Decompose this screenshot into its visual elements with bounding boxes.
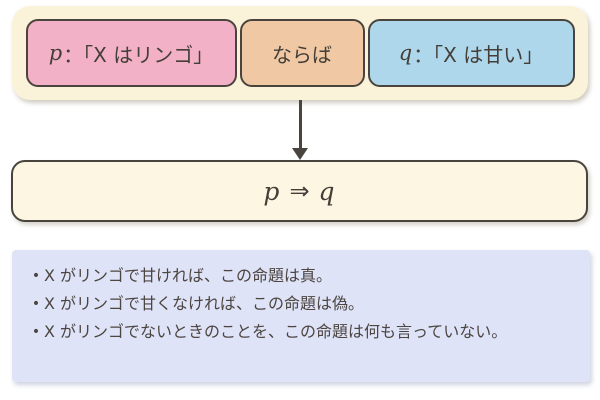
q-symbol: q: [398, 41, 413, 65]
naraba-connector-pill: ならば: [239, 19, 365, 87]
down-arrow-stem: [299, 100, 302, 152]
notes-panel: • X がリンゴで甘ければ、この命題は真。 • X がリンゴで甘くなければ、この…: [12, 250, 590, 382]
note-text: X がリンゴでないときのことを、この命題は何も言っていない。: [44, 322, 508, 341]
implication-box: p ⇒ q: [11, 160, 588, 222]
down-arrow-icon: [292, 148, 308, 160]
note-item: • X がリンゴで甘ければ、この命題は真。: [28, 262, 574, 290]
naraba-label: ならば: [272, 42, 332, 67]
implication-rhs: q: [318, 176, 335, 206]
premise-group: p ：「X はリンゴ」 ならば q ：「X は甘い」: [12, 6, 588, 100]
p-proposition-pill: p ：「X はリンゴ」: [25, 19, 237, 87]
p-proposition-text: ：「X はリンゴ」: [63, 42, 214, 67]
note-text: X がリンゴで甘ければ、この命題は真。: [44, 266, 333, 285]
note-item: • X がリンゴでないときのことを、この命題は何も言っていない。: [28, 318, 574, 346]
implication-lhs: p: [263, 176, 280, 206]
q-proposition-pill: q ：「X は甘い」: [367, 19, 575, 87]
p-symbol: p: [48, 41, 63, 65]
note-item: • X がリンゴで甘くなければ、この命題は偽。: [28, 290, 574, 318]
note-text: X がリンゴで甘くなければ、この命題は偽。: [44, 294, 365, 313]
implies-operator-icon: ⇒: [289, 177, 310, 205]
q-proposition-text: ：「X は甘い」: [413, 42, 544, 67]
bullet-icon: •: [31, 268, 41, 284]
bullet-icon: •: [31, 324, 41, 340]
bullet-icon: •: [31, 296, 41, 312]
